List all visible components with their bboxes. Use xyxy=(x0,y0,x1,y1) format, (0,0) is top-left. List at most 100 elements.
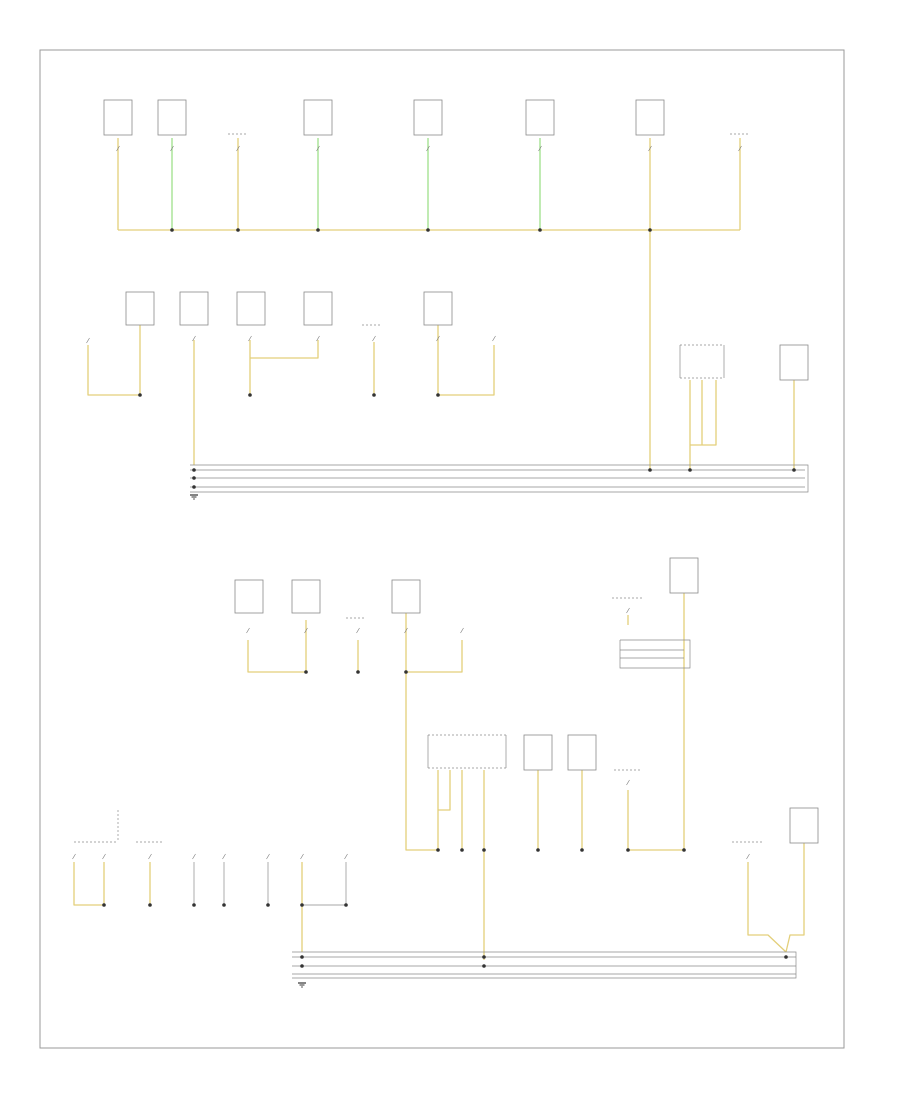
top-component-box xyxy=(635,99,665,136)
connector-pin xyxy=(626,607,630,614)
connector-pin xyxy=(222,853,226,860)
ground-bus-splice xyxy=(792,468,796,472)
top-connector-pin xyxy=(316,145,320,152)
connector-pin xyxy=(304,627,308,634)
top-component-box xyxy=(157,99,187,136)
sec3-splice xyxy=(404,670,408,674)
sec3-component-box xyxy=(523,734,553,771)
connector-pin xyxy=(460,627,464,634)
ground-bus-splice xyxy=(192,468,196,472)
connector-pin xyxy=(316,335,320,342)
connector-pin xyxy=(300,853,304,860)
top-component-box xyxy=(303,99,333,136)
bottom-loop-wire xyxy=(73,862,105,906)
ground-bus-splice xyxy=(482,955,486,959)
top-bus-splice xyxy=(538,228,542,232)
sec3-loop-wire xyxy=(627,790,684,851)
bottom-gray-wire xyxy=(302,862,347,906)
top-bus-splice xyxy=(648,228,652,232)
ground-bus-splice xyxy=(688,468,692,472)
row2-splice xyxy=(138,393,142,397)
connector-pin xyxy=(372,335,376,342)
connector-pin xyxy=(404,627,408,634)
row2-component-box xyxy=(179,291,209,326)
right-component-box xyxy=(779,344,809,381)
connector-pin xyxy=(148,853,152,860)
top-connector-pin xyxy=(236,145,240,152)
sec3-splice xyxy=(482,848,486,852)
sec3-link-wire xyxy=(406,640,463,673)
top-connector-pin xyxy=(170,145,174,152)
row2-splice xyxy=(372,393,376,397)
diagram-frame xyxy=(39,49,845,1049)
ground-bus-splice xyxy=(192,485,196,489)
row2-component-box xyxy=(303,291,333,326)
sec3-component-box xyxy=(391,579,421,614)
bottom-splice xyxy=(300,903,304,907)
bottom-y-wire xyxy=(785,843,805,953)
sec3-splice xyxy=(460,848,464,852)
ground-bus-splice xyxy=(300,964,304,968)
top-connector-pin xyxy=(738,145,742,152)
sec3-splice xyxy=(436,848,440,852)
sec3-gray-box xyxy=(619,639,691,669)
connector-pin xyxy=(192,853,196,860)
top-connector-pin xyxy=(426,145,430,152)
row2-splice xyxy=(248,393,252,397)
top-connector-pin xyxy=(538,145,542,152)
connector-pin xyxy=(248,335,252,342)
sec3-loop-wire xyxy=(247,620,307,673)
ground-bus-splice xyxy=(784,955,788,959)
connector-pin xyxy=(102,853,106,860)
bottom-splice xyxy=(148,903,152,907)
row2-component-box xyxy=(125,291,155,326)
sec3-long-wire xyxy=(405,613,438,851)
row2-loop-wire xyxy=(87,325,141,396)
connector-pin xyxy=(626,779,630,786)
sec3-splice xyxy=(626,848,630,852)
connector-pin xyxy=(246,627,250,634)
sec3-splice xyxy=(304,670,308,674)
connector-pin xyxy=(436,335,440,342)
row2-splice xyxy=(436,393,440,397)
bottom-splice xyxy=(222,903,226,907)
sec3-splice xyxy=(682,848,686,852)
ground-bus-outline xyxy=(190,464,809,493)
top-connector-pin xyxy=(648,145,652,152)
ground-bus-splice xyxy=(648,468,652,472)
bottom-splice xyxy=(344,903,348,907)
top-connector-pin xyxy=(116,145,120,152)
row2-link-wire xyxy=(250,340,319,359)
bottom-component-box xyxy=(789,807,819,844)
sec3-splice xyxy=(536,848,540,852)
bottom-splice xyxy=(102,903,106,907)
connector-pin xyxy=(266,853,270,860)
ground-bus-splice xyxy=(300,955,304,959)
row2-loop-wire xyxy=(437,325,495,396)
right-group-wire xyxy=(690,380,717,446)
top-bus-splice xyxy=(316,228,320,232)
ground-bus-splice xyxy=(192,476,196,480)
connector-pin xyxy=(746,853,750,860)
top-component-box xyxy=(413,99,443,136)
connector-pin xyxy=(344,853,348,860)
sec3-component-box xyxy=(234,579,264,614)
sec3-component-box xyxy=(669,557,699,594)
sec3-component-box xyxy=(567,734,597,771)
top-bus-splice xyxy=(236,228,240,232)
sec3-splice xyxy=(580,848,584,852)
ground-bus-splice xyxy=(482,964,486,968)
connector-pin xyxy=(356,627,360,634)
central-wire xyxy=(438,770,451,811)
top-bus-splice xyxy=(170,228,174,232)
sec3-component-box xyxy=(291,579,321,614)
top-bus-splice xyxy=(426,228,430,232)
row2-component-box xyxy=(423,291,453,326)
connector-pin xyxy=(492,335,496,342)
row2-component-box xyxy=(236,291,266,326)
top-component-box xyxy=(525,99,555,136)
connector-pin xyxy=(72,853,76,860)
bottom-splice xyxy=(192,903,196,907)
bottom-splice xyxy=(266,903,270,907)
